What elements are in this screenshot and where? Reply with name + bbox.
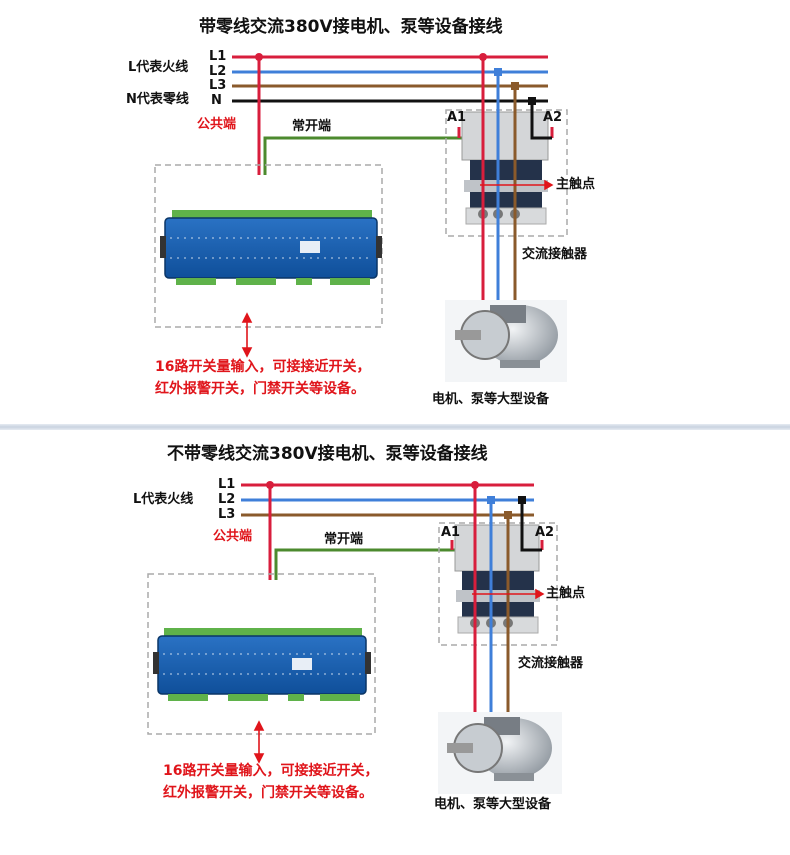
input-note-line: 16路开关量输入，可接接近开关，	[163, 763, 379, 779]
a2-label: A2	[535, 525, 555, 540]
a1-label: A1	[441, 525, 461, 540]
input-note: 16路开关量输入，可接接近开关， 红外报警开关，门禁开关等设备。	[163, 761, 378, 804]
motor-device	[445, 300, 567, 382]
neutral-line-desc: N代表零线	[126, 92, 189, 107]
double-arrow	[253, 720, 265, 764]
ac-contactor	[454, 524, 540, 634]
input-note-line: 红外报警开关，门禁开关等设备。	[155, 380, 365, 397]
device-outline	[154, 164, 383, 328]
motor-label: 电机、泵等大型设备	[434, 797, 552, 812]
wiring-diagram-with-neutral: 带零线交流380V接电机、泵等设备接线	[0, 0, 790, 424]
drop-coil	[520, 500, 542, 552]
main-contact-pointer	[472, 588, 545, 600]
input-note-line: 红外报警开关，门禁开关等设备。	[163, 784, 373, 801]
contactor-label: 交流接触器	[518, 656, 584, 671]
line-label-L3: L3	[218, 507, 236, 522]
main-contact-label: 主触点	[556, 177, 596, 192]
io-module-device	[160, 210, 382, 285]
wiring-canvas	[147, 481, 562, 794]
wiring-diagram-without-neutral: 不带零线交流380V接电机、泵等设备接线	[0, 430, 790, 855]
line-label-N: N	[211, 93, 222, 108]
io-module-device	[153, 628, 371, 701]
line-label-L1: L1	[209, 49, 227, 64]
diagram-title: 带零线交流380V接电机、泵等设备接线	[199, 17, 503, 37]
contactor-label: 交流接触器	[522, 247, 588, 262]
input-note-line: 16路开关量输入，可接接近开关，	[155, 359, 371, 375]
main-contact-label: 主触点	[546, 586, 586, 601]
line-label-L2: L2	[218, 492, 236, 507]
drop-N	[530, 101, 552, 140]
input-note: 16路开关量输入，可接接近开关， 红外报警开关，门禁开关等设备。	[155, 357, 370, 400]
motor-device	[438, 712, 562, 794]
line-label-L1: L1	[218, 477, 236, 492]
junction-dot	[266, 481, 274, 489]
double-arrow	[241, 312, 253, 358]
ac-contactor	[461, 111, 549, 225]
a1-label: A1	[447, 110, 467, 125]
no-terminal-label: 常开端	[324, 532, 364, 547]
line-label-L2: L2	[209, 64, 227, 79]
section-divider	[0, 424, 790, 430]
no-terminal-label: 常开端	[292, 119, 332, 134]
a2-label: A2	[543, 110, 563, 125]
live-line-desc: L代表火线	[128, 60, 189, 75]
line-label-L3: L3	[209, 78, 227, 93]
wiring-canvas	[154, 53, 568, 382]
main-contact-pointer	[480, 179, 554, 191]
live-line-desc: L代表火线	[133, 492, 194, 507]
junction-dot	[255, 53, 263, 61]
no-wire	[274, 548, 476, 580]
contactor-outline	[445, 109, 568, 237]
device-outline	[147, 573, 376, 735]
no-wire	[263, 136, 483, 175]
common-terminal-label: 公共端	[213, 529, 253, 544]
diagram-title: 不带零线交流380V接电机、泵等设备接线	[167, 444, 488, 464]
motor-label: 电机、泵等大型设备	[432, 392, 550, 407]
common-terminal-label: 公共端	[197, 117, 237, 132]
